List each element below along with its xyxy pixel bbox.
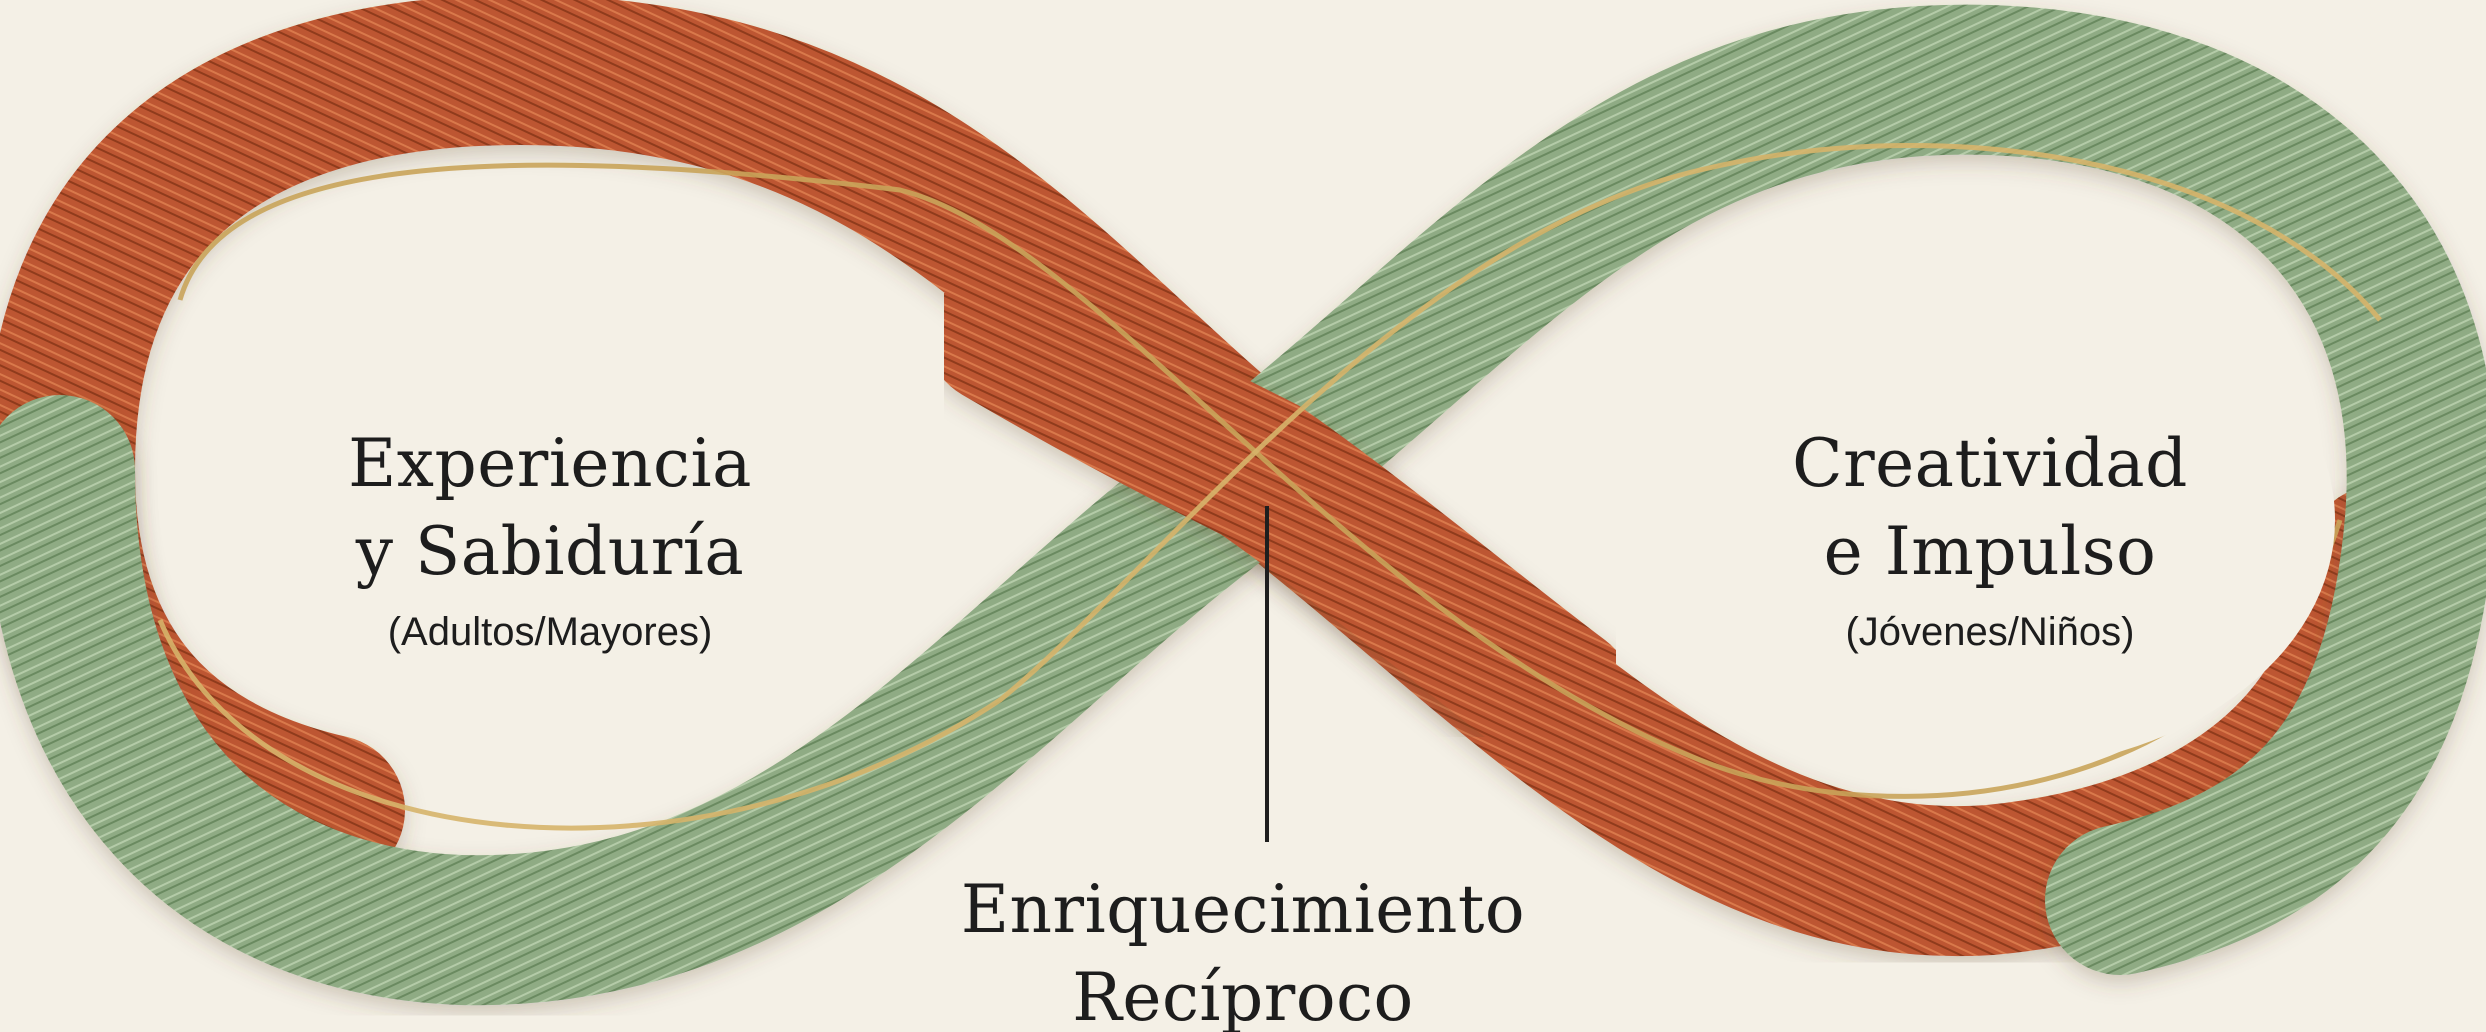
right-label-line2: e Impulso (1823, 513, 2157, 590)
right-loop-opening (1645, 270, 2335, 770)
connector-line (1265, 506, 1269, 842)
right-label-line1: Creatividad (1792, 425, 2188, 502)
left-label-line1: Experiencia (348, 425, 752, 502)
gold-thread (157, 143, 2382, 831)
center-label: Enriquecimiento Recíproco (893, 866, 1593, 1032)
left-loop-opening (215, 270, 905, 770)
right-loop-label: Creatividad e Impulso (Jóvenes/Niños) (1740, 420, 2240, 662)
right-label-sub: (Jóvenes/Niños) (1845, 610, 2135, 654)
center-label-line1: Enriquecimiento (960, 871, 1526, 948)
left-loop-label: Experiencia y Sabiduría (Adultos/Mayores… (300, 420, 800, 662)
left-label-sub: (Adultos/Mayores) (387, 610, 713, 654)
center-label-line2: Recíproco (1072, 959, 1414, 1032)
left-label-line2: y Sabiduría (355, 513, 745, 590)
